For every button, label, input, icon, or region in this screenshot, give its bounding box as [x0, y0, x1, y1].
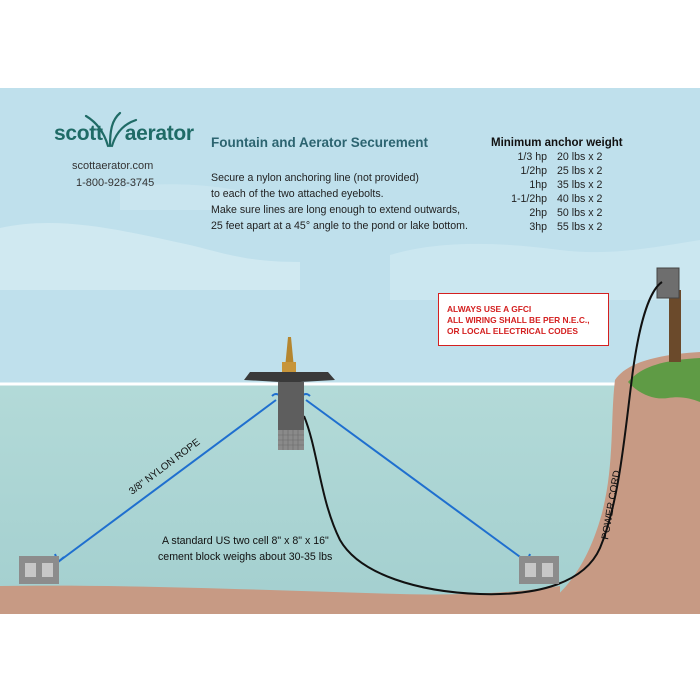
cloud-left	[0, 223, 300, 290]
brand-name: scott aerator	[54, 122, 194, 146]
anchor-weight: 40 lbs x 2	[557, 193, 603, 205]
aerator-float	[244, 372, 335, 382]
cement-block-right	[519, 556, 559, 584]
anchor-weight: 50 lbs x 2	[557, 207, 603, 219]
anchor-weight-title: Minimum anchor weight	[491, 137, 623, 149]
warning-line: ALL WIRING SHALL BE PER N.E.C.,	[447, 315, 590, 325]
warning-line: ALWAYS USE A GFCI	[447, 304, 532, 314]
anchor-hp: 1hp	[529, 179, 547, 191]
anchor-hp: 1/2hp	[520, 165, 547, 177]
anchor-hp: 1-1/2hp	[511, 193, 547, 205]
gfci-warning-box: ALWAYS USE A GFCI ALL WIRING SHALL BE PE…	[438, 293, 609, 346]
power-cord	[303, 281, 663, 596]
post	[669, 290, 681, 362]
brand-name-right: aerator	[124, 122, 194, 145]
grass	[628, 358, 700, 402]
instruction-line: to each of the two attached eyebolts.	[211, 188, 384, 200]
block-note-line: A standard US two cell 8" x 8" x 16"	[162, 535, 329, 547]
warning-line: OR LOCAL ELECTRICAL CODES	[447, 326, 578, 336]
block-note-line: cement block weighs about 30-35 lbs	[158, 551, 333, 563]
anchor-weight: 20 lbs x 2	[557, 151, 603, 163]
electrical-box	[656, 267, 680, 299]
instruction-line: Make sure lines are long enough to exten…	[211, 204, 461, 216]
cloud-right	[390, 240, 700, 300]
brand-website[interactable]: scottaerator.com	[72, 160, 154, 172]
rope-right	[305, 399, 528, 563]
instruction-line: Secure a nylon anchoring line (not provi…	[211, 172, 419, 184]
aerator-intake-grid	[278, 430, 304, 450]
anchor-weight: 55 lbs x 2	[557, 221, 603, 233]
aerator-nozzle-base	[282, 362, 296, 372]
aerator-nozzle	[285, 337, 294, 368]
brand-name-left: scott	[54, 122, 103, 145]
bank	[530, 352, 700, 614]
instruction-line: 25 feet apart at a 45° angle to the pond…	[211, 220, 468, 232]
logo-swoosh-icon	[84, 111, 138, 148]
cement-block-left	[19, 556, 59, 584]
page-title: Fountain and Aerator Securement	[211, 135, 429, 150]
brand-phone: 1-800-928-3745	[76, 177, 155, 189]
anchor-hp: 1/3 hp	[517, 151, 547, 163]
rope-left	[57, 399, 277, 563]
aerator-motor	[278, 382, 304, 430]
anchor-hp: 3hp	[529, 221, 547, 233]
anchor-hp: 2hp	[529, 207, 547, 219]
anchor-weight: 35 lbs x 2	[557, 179, 603, 191]
cloud-top	[120, 184, 260, 210]
pond-bottom	[0, 585, 560, 614]
anchor-weight: 25 lbs x 2	[557, 165, 603, 177]
